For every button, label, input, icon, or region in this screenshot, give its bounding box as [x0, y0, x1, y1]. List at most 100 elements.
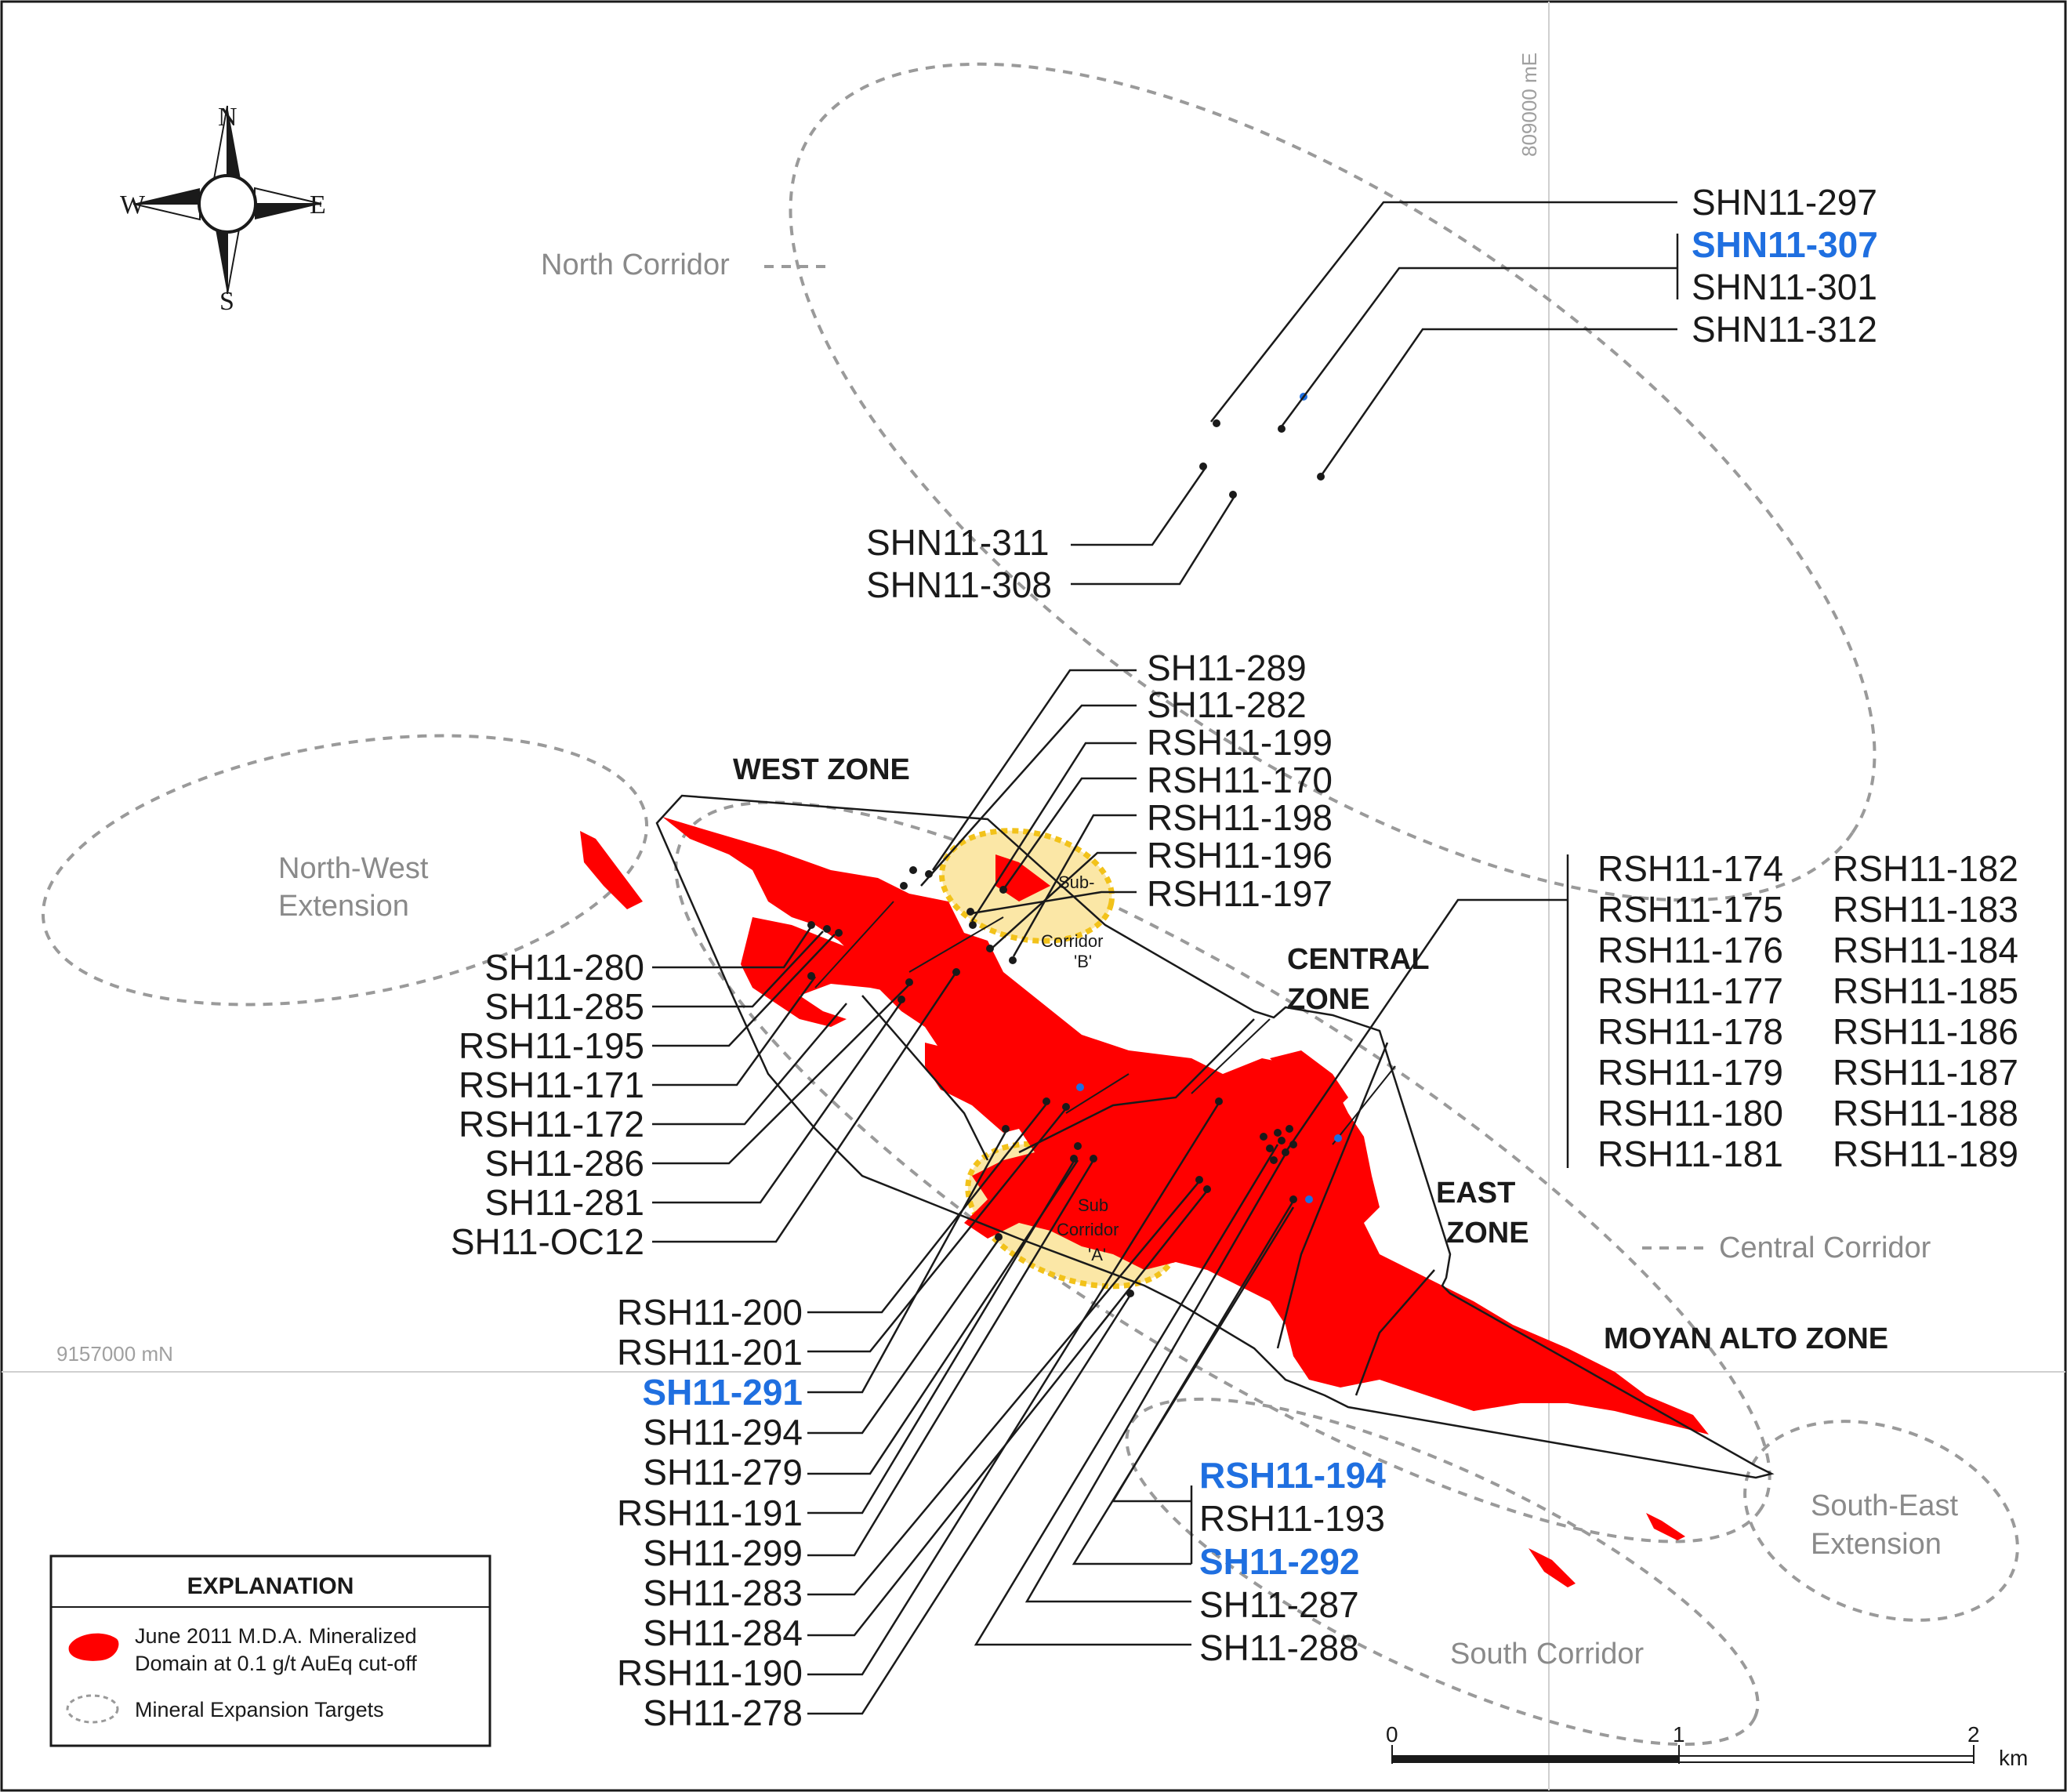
central-corridor-target	[674, 800, 1771, 1544]
drill-label: SH11-279	[643, 1452, 803, 1493]
south-right-leaders	[974, 1144, 1295, 1646]
drill-label: RSH11-180	[1597, 1093, 1783, 1134]
ore-swatch-icon	[68, 1633, 119, 1661]
mineralized-domain	[580, 817, 1709, 1587]
zone-label-central-1: CENTRAL	[1287, 943, 1430, 976]
drill-label: SH11-288	[1199, 1627, 1359, 1668]
sub-corridor-a-label-3: 'A'	[1088, 1245, 1106, 1264]
easting-label: 809000 mE	[1518, 53, 1541, 157]
drill-label: RSH11-191	[617, 1493, 803, 1533]
drill-label: SH11-289	[1147, 648, 1307, 688]
drill-label: RSH11-171	[459, 1065, 644, 1105]
drill-label: RSH11-176	[1597, 930, 1783, 970]
compass-rose-icon	[132, 105, 322, 295]
explanation-ore-line2: Domain at 0.1 g/t AuEq cut-off	[135, 1652, 417, 1675]
drill-label: RSH11-197	[1147, 873, 1333, 914]
explanation-ore-line1: June 2011 M.D.A. Mineralized	[135, 1624, 417, 1648]
drill-label: RSH11-177	[1597, 970, 1783, 1011]
drill-label: RSH11-170	[1147, 760, 1333, 800]
zone-outlines	[655, 794, 1775, 1479]
drill-traces	[814, 901, 1396, 1145]
drill-label: RSH11-188	[1833, 1093, 2018, 1134]
zone-label-west: WEST ZONE	[733, 753, 910, 786]
drill-label: SH11-294	[643, 1412, 803, 1453]
drill-label: RSH11-185	[1833, 970, 2018, 1011]
compass-s: S	[219, 287, 234, 316]
drill-label: SH11-278	[643, 1692, 803, 1733]
collar-highlight	[1334, 1134, 1342, 1142]
north-corridor-target	[789, 62, 1877, 902]
drill-label-highlight: SH11-291	[642, 1372, 803, 1413]
corridor-label-northwest-1: North-West	[278, 852, 429, 885]
top-center-leaders	[920, 669, 1137, 957]
corridor-label-north: North Corridor	[541, 248, 730, 281]
drill-label: SHN11-297	[1692, 182, 1877, 223]
drill-label: SHN11-311	[866, 522, 1050, 563]
drill-label: SH11-280	[484, 947, 644, 988]
drill-label: RSH11-201	[617, 1332, 803, 1373]
drill-label: SH11-284	[643, 1612, 803, 1653]
scale-tick-1: 1	[1673, 1722, 1685, 1747]
collar-highlight	[1076, 1083, 1084, 1091]
drill-label: RSH11-195	[459, 1025, 644, 1066]
drill-label: RSH11-187	[1833, 1052, 2018, 1093]
drill-label: RSH11-174	[1597, 848, 1783, 889]
drill-label: SH11-OC12	[451, 1221, 644, 1262]
drill-label: SH11-299	[643, 1533, 803, 1573]
drill-label: RSH11-196	[1147, 835, 1333, 876]
drill-label: RSH11-189	[1833, 1134, 2018, 1174]
zone-label-moyan: MOYAN ALTO ZONE	[1604, 1322, 1888, 1355]
drill-label: RSH11-199	[1147, 722, 1333, 763]
drill-label: RSH11-172	[459, 1104, 644, 1144]
drill-label: RSH11-179	[1597, 1052, 1783, 1093]
compass-n: N	[218, 103, 238, 132]
corridor-label-southeast-2: Extension	[1811, 1528, 1942, 1561]
south-corridor-target	[1125, 1397, 1760, 1747]
explanation-box: EXPLANATION June 2011 M.D.A. Mineralized…	[49, 1554, 491, 1747]
south-left-leaders	[807, 1102, 1220, 1715]
drill-label: RSH11-184	[1833, 930, 2018, 970]
drill-label: RSH11-200	[617, 1292, 803, 1333]
target-swatch-icon	[66, 1694, 119, 1724]
southeast-extension-target	[1743, 1420, 2019, 1622]
drill-label-highlight: RSH11-194	[1199, 1455, 1386, 1496]
drill-label: RSH11-193	[1199, 1498, 1385, 1539]
drill-label: SH11-282	[1147, 684, 1307, 725]
west-leaders	[652, 926, 958, 1243]
corridor-label-south: South Corridor	[1450, 1638, 1644, 1670]
drill-label: RSH11-178	[1597, 1011, 1783, 1052]
scale-unit: km	[1999, 1746, 2028, 1770]
drill-label: SH11-287	[1199, 1584, 1359, 1625]
corridor-label-northwest-2: Extension	[278, 890, 409, 923]
sub-corridor-a-label-2: Corridor	[1057, 1220, 1119, 1239]
sub-corridor-b-label-2: Corridor	[1041, 931, 1103, 951]
drill-label: RSH11-198	[1147, 797, 1333, 838]
drill-label: RSH11-183	[1833, 889, 2018, 930]
sub-corridor-a-label-1: Sub	[1078, 1195, 1108, 1215]
zone-label-east-1: EAST	[1436, 1177, 1515, 1210]
explanation-targets: Mineral Expansion Targets	[135, 1698, 384, 1721]
corridor-label-southeast-1: South-East	[1811, 1489, 1958, 1522]
explanation-title: EXPLANATION	[187, 1573, 354, 1599]
east-leaders	[1284, 854, 1569, 1168]
drill-label: SHN11-301	[1692, 267, 1877, 307]
drill-collars	[807, 419, 1325, 1297]
drill-label: RSH11-190	[617, 1652, 803, 1693]
collar-highlight	[1305, 1195, 1313, 1203]
drill-label: SH11-285	[484, 986, 644, 1027]
sub-corridor-b-label-3: 'B'	[1074, 952, 1092, 971]
drill-label: SHN11-308	[866, 564, 1052, 605]
zone-label-central-2: ZONE	[1287, 983, 1370, 1016]
drill-label: SH11-286	[484, 1143, 644, 1184]
drill-label-highlight: SHN11-307	[1692, 224, 1878, 265]
drill-label-highlight: SH11-292	[1199, 1541, 1360, 1582]
drill-label: SHN11-312	[1692, 309, 1877, 350]
scale-bar: 0 1 2 km	[1386, 1722, 2028, 1770]
northwest-extension-target	[41, 734, 649, 1007]
drill-label: RSH11-186	[1833, 1011, 2018, 1052]
drill-label: RSH11-182	[1833, 848, 2018, 889]
zone-label-east-2: ZONE	[1446, 1217, 1529, 1250]
